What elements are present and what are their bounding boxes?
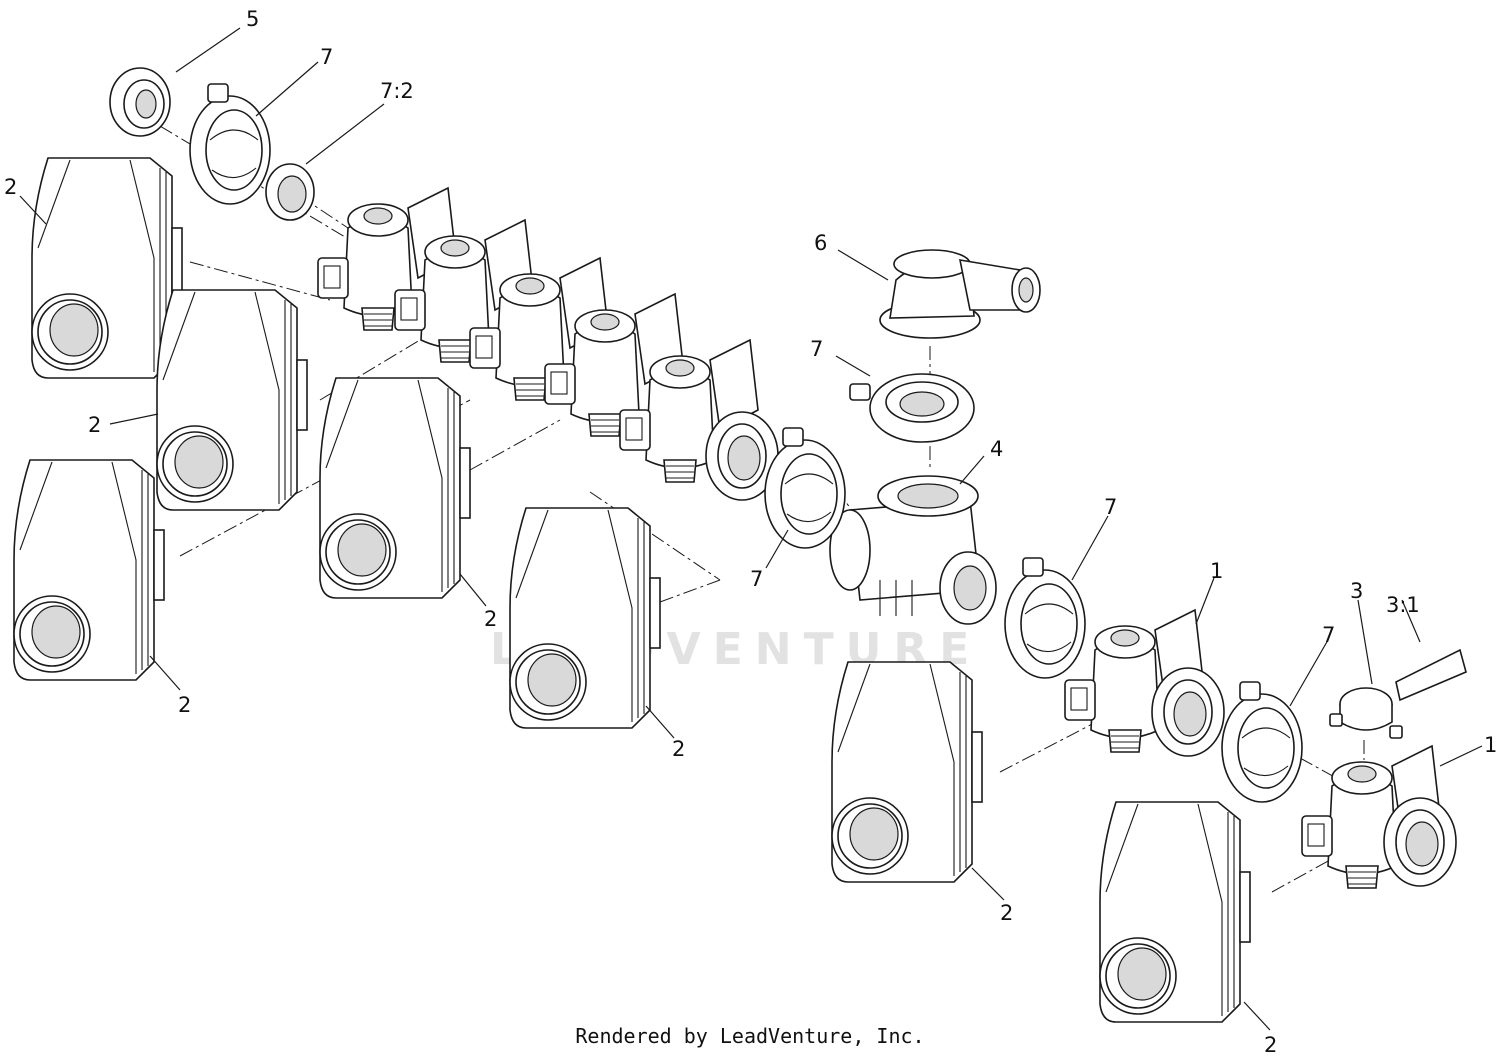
leader-lines bbox=[19, 27, 1483, 1031]
callout-1-b: 1 bbox=[1484, 733, 1497, 757]
callout-2-g: 2 bbox=[1264, 1033, 1277, 1057]
callout-7-right: 7 bbox=[1322, 623, 1335, 647]
end-cap-5 bbox=[109, 67, 171, 137]
footer-credit: Rendered by LeadVenture, Inc. bbox=[575, 1024, 925, 1048]
nozzle-body-7 bbox=[1099, 801, 1251, 1023]
nozzle-body-6 bbox=[831, 661, 983, 883]
callout-7-tee: 7 bbox=[1104, 495, 1117, 519]
nozzle-body-3 bbox=[13, 459, 165, 681]
callout-2-c: 2 bbox=[484, 607, 497, 631]
valve-right-2-ring bbox=[1383, 797, 1457, 887]
callout-7-2: 7:2 bbox=[380, 79, 414, 103]
nozzle-body-4 bbox=[319, 377, 471, 599]
callout-5: 5 bbox=[246, 7, 259, 31]
callout-6: 6 bbox=[814, 231, 827, 255]
valve-right-ring bbox=[1151, 667, 1225, 757]
clamp-mid bbox=[849, 373, 975, 443]
callout-2-e: 2 bbox=[672, 737, 685, 761]
callout-7-left: 7 bbox=[750, 567, 763, 591]
callout-7-mid: 7 bbox=[810, 337, 823, 361]
clamp-right-tee bbox=[1004, 557, 1086, 679]
gasket-7-2 bbox=[265, 163, 315, 221]
callout-1-a: 1 bbox=[1210, 559, 1223, 583]
elbow-fitting-6 bbox=[879, 249, 1041, 339]
callout-7-top: 7 bbox=[320, 45, 333, 69]
callout-2-f: 2 bbox=[1000, 901, 1013, 925]
callout-labels: 5 7 7:2 2 6 2 7 4 7 2 7 2 1 3 3:1 7 2 1 … bbox=[4, 7, 1497, 1057]
callout-2-b: 2 bbox=[88, 413, 101, 437]
pin-3-1 bbox=[1395, 648, 1467, 702]
callout-2-d: 2 bbox=[178, 693, 191, 717]
nozzle-body-2 bbox=[156, 289, 308, 511]
callout-3-1: 3:1 bbox=[1386, 593, 1420, 617]
callout-4: 4 bbox=[990, 437, 1003, 461]
callout-2-a: 2 bbox=[4, 175, 17, 199]
clamp-top bbox=[189, 83, 271, 205]
callout-3: 3 bbox=[1350, 579, 1363, 603]
clamp-right bbox=[1221, 681, 1303, 803]
nozzle-body-5 bbox=[509, 507, 661, 729]
tee-fitting-4 bbox=[829, 475, 997, 625]
cap-3 bbox=[1329, 687, 1403, 739]
